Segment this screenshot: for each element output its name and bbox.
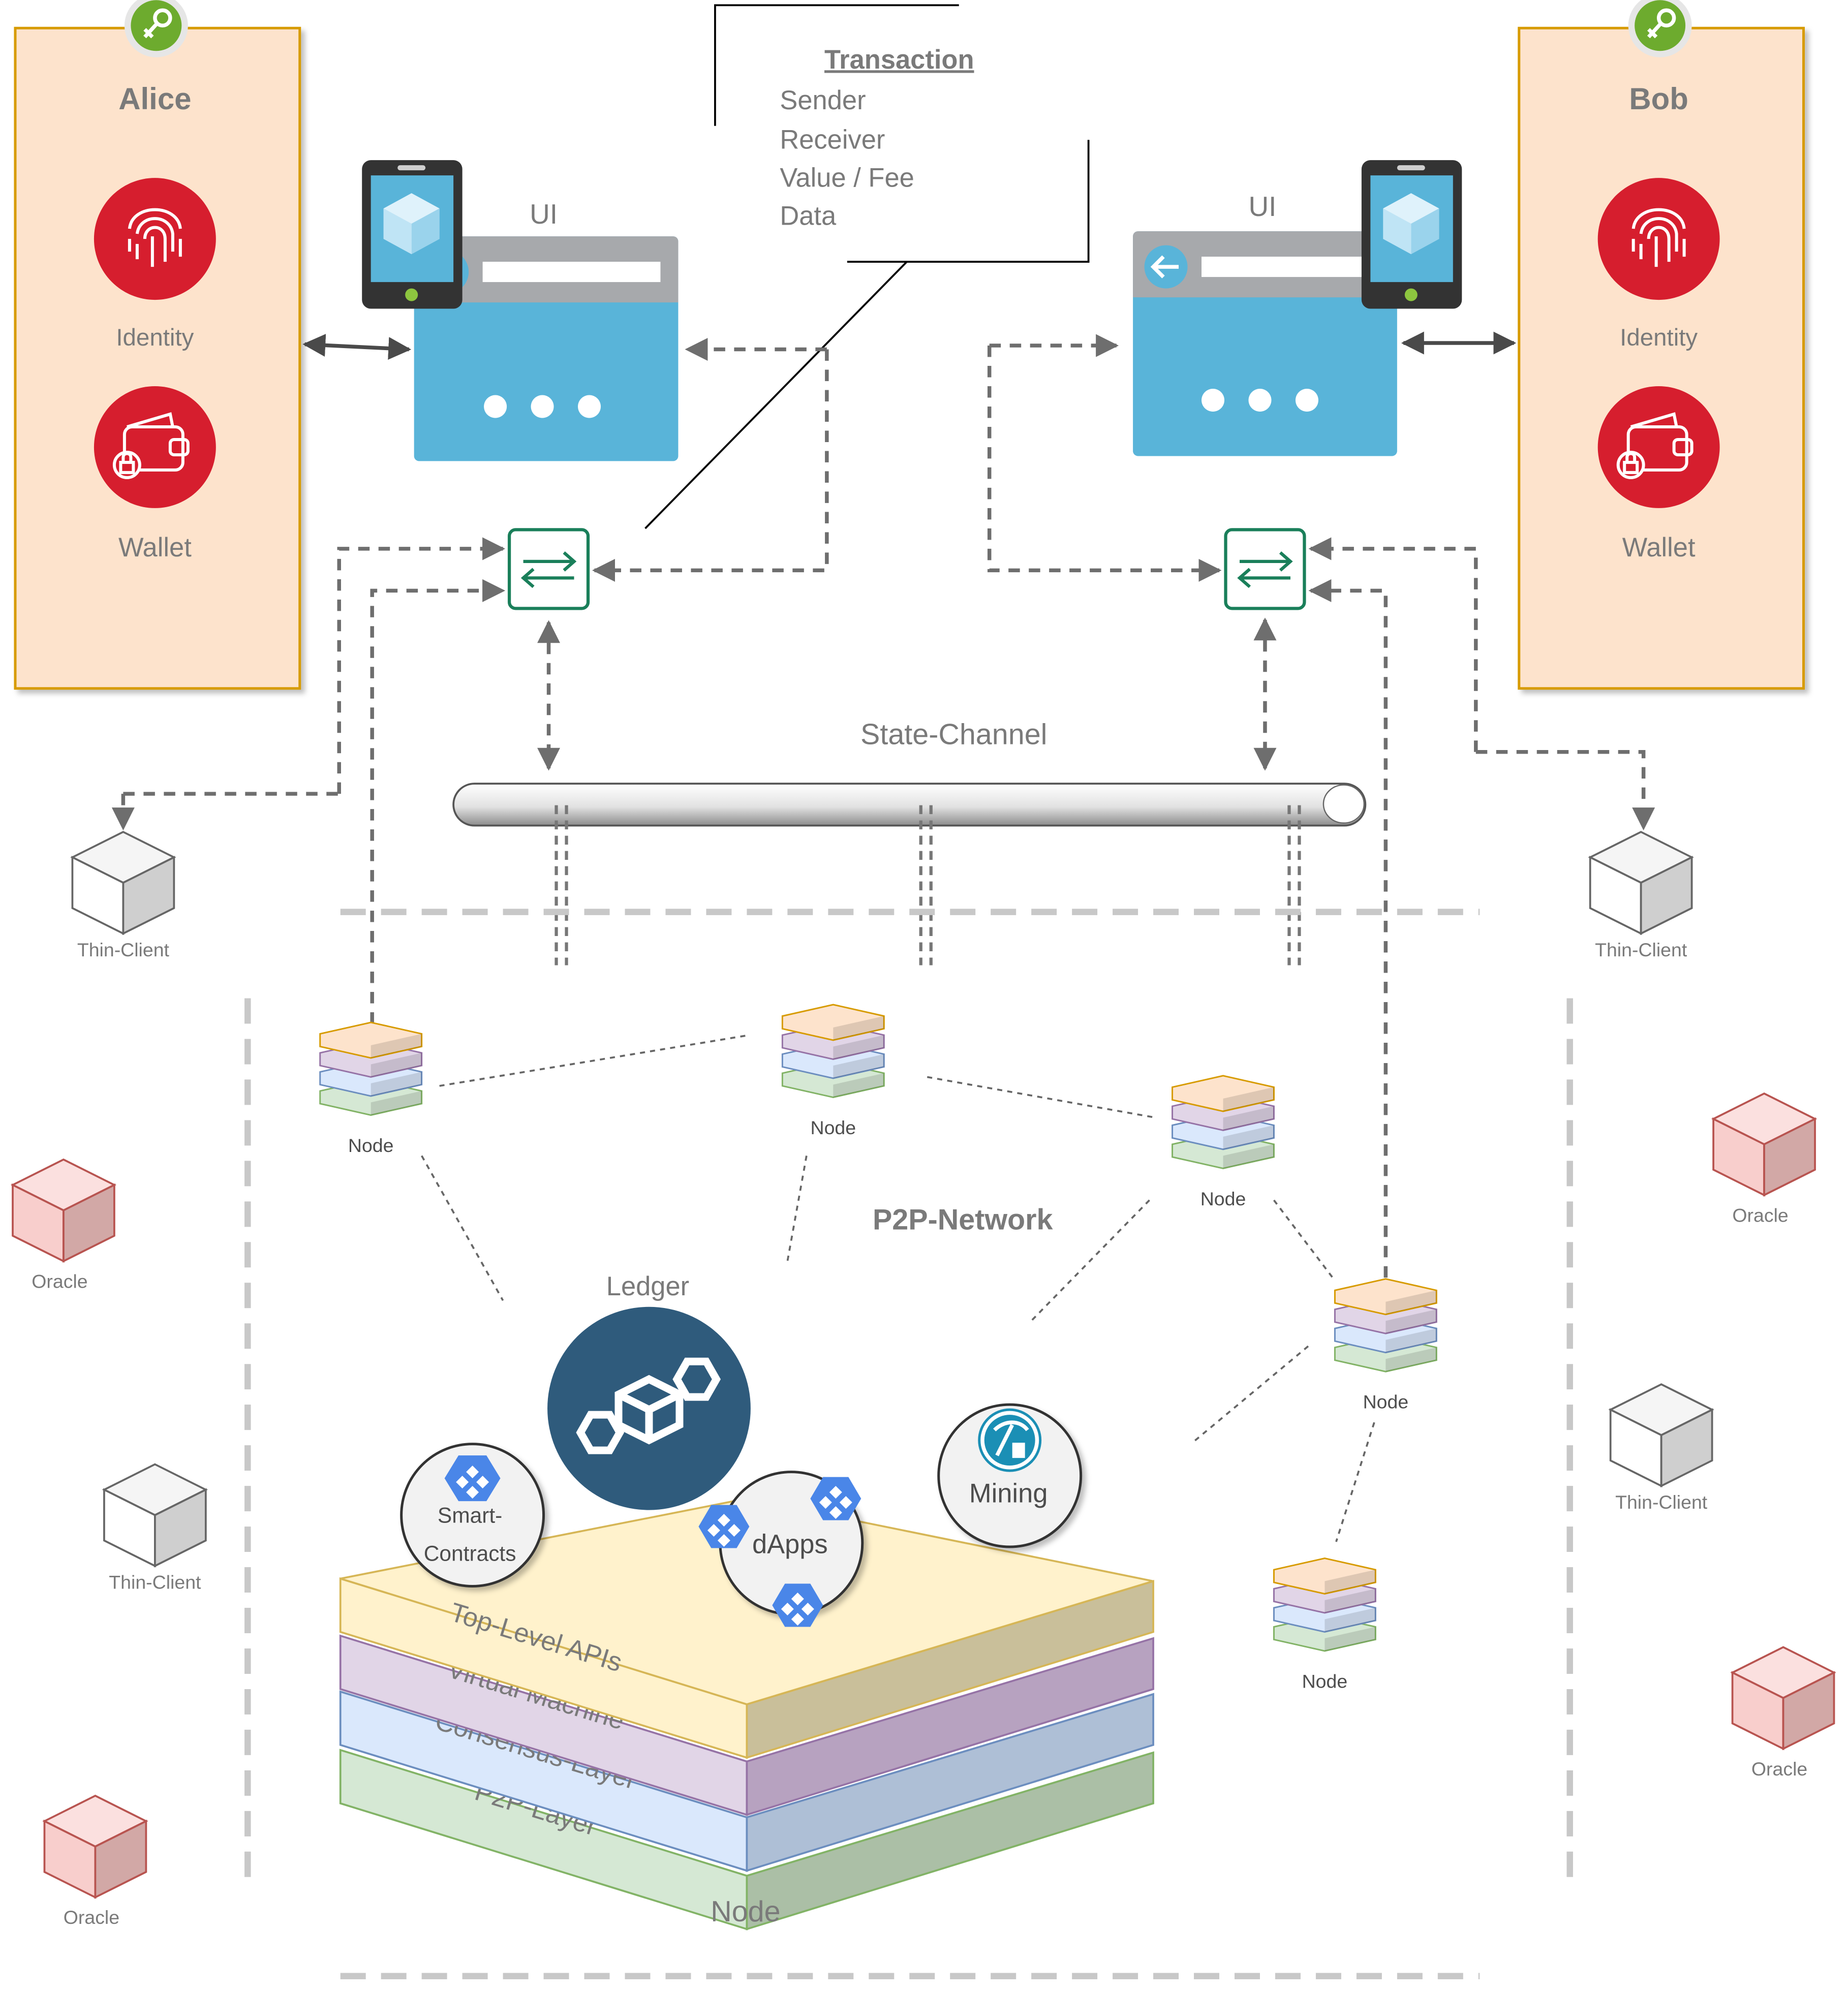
transaction-field-sender: Sender <box>780 86 866 115</box>
mining-label: Mining <box>969 1479 1048 1509</box>
node-label: Node <box>1363 1391 1409 1413</box>
node-icon: Node <box>781 1004 885 1138</box>
transaction-title: Transaction <box>824 45 974 75</box>
oracle-cube-icon <box>42 1794 148 1899</box>
dapps-bubble: dApps <box>698 1471 864 1627</box>
smartphone-icon <box>1361 160 1462 309</box>
mining-bubble: Mining <box>937 1403 1083 1548</box>
node-stack-label: Node <box>711 1895 780 1928</box>
oracle-label: Oracle <box>1732 1204 1788 1226</box>
key-icon <box>124 0 188 57</box>
hexagon-cloud-icon <box>810 1477 861 1520</box>
smart-contracts-label-1: Smart- <box>438 1504 502 1528</box>
network-switch-icon <box>1224 528 1306 610</box>
oracle-cube-icon <box>10 1158 117 1263</box>
ledger-label: Ledger <box>606 1272 689 1301</box>
hexagon-cloud-icon <box>772 1583 823 1627</box>
bob-wallet-label: Wallet <box>1622 533 1696 563</box>
node-icon: Node <box>319 1021 423 1156</box>
transaction-field-data: Data <box>780 202 837 231</box>
wallet-icon <box>1597 386 1720 508</box>
thin-client-label: Thin-Client <box>109 1572 201 1593</box>
alice-identity-label: Identity <box>116 324 194 351</box>
transaction-field-receiver: Receiver <box>780 126 885 155</box>
mesh-links <box>421 1034 1375 1542</box>
p2p-network-label: P2P-Network <box>873 1203 1054 1236</box>
fingerprint-icon <box>94 178 216 300</box>
bob-name: Bob <box>1629 82 1688 116</box>
alice-ui-arrow <box>302 334 412 360</box>
state-channel-label: State-Channel <box>860 719 1047 751</box>
node-icon: Node <box>1273 1557 1376 1692</box>
thin-client-label: Thin-Client <box>1615 1491 1708 1513</box>
wallet-icon <box>94 386 216 508</box>
node-label: Node <box>1200 1188 1246 1209</box>
smartphone-icon <box>362 160 463 309</box>
ledger: Ledger <box>547 1272 751 1510</box>
node-icon: Node <box>1172 1075 1275 1209</box>
bob-identity-label: Identity <box>1620 324 1698 351</box>
node-label: Node <box>811 1117 856 1138</box>
bob-panel: Bob Identity <box>1518 0 1805 690</box>
oracle-label: Oracle <box>32 1270 87 1292</box>
thin-client-cube-icon <box>1588 831 1694 936</box>
ledger-hexagon-icon <box>547 1306 751 1510</box>
labels: Node <box>711 1895 780 1928</box>
smart-contracts-label-2: Contracts <box>424 1542 516 1566</box>
thin-client-cube-icon <box>70 831 176 936</box>
oracle-label: Oracle <box>64 1907 119 1928</box>
thin-client-cube-icon <box>1608 1383 1714 1488</box>
oracle-cube-icon <box>1730 1646 1836 1751</box>
alice-name: Alice <box>118 82 191 116</box>
oracle-label: Oracle <box>1751 1758 1807 1780</box>
network-switch-icon <box>507 528 590 610</box>
ui-left-label: UI <box>530 198 558 230</box>
thin-client-cube-icon <box>102 1463 208 1568</box>
transaction-field-value-fee: Value / Fee <box>780 164 914 193</box>
hexagon-cloud-icon <box>444 1455 501 1502</box>
stack-layer: Top-Level APIs <box>339 1498 1154 1759</box>
dapps-label: dApps <box>752 1530 828 1560</box>
ui-right-label: UI <box>1248 191 1276 222</box>
dashed-connectors <box>111 334 1655 1278</box>
fingerprint-icon <box>1597 178 1720 300</box>
browser-window-icon <box>1133 231 1397 456</box>
node-label: Node <box>348 1135 394 1156</box>
pickaxe-icon <box>978 1408 1042 1472</box>
ui-right: UI <box>1133 160 1462 456</box>
node-icon: Node <box>1334 1278 1437 1413</box>
p2p-network-boundary <box>244 909 1573 1979</box>
ui-left: UI <box>362 160 679 461</box>
hexagon-cloud-icon <box>698 1505 750 1548</box>
smart-contracts-bubble: Smart- Contracts <box>400 1443 545 1588</box>
alice-wallet-label: Wallet <box>118 533 192 563</box>
thin-client-label: Thin-Client <box>1595 939 1687 960</box>
state-channel: State-Channel <box>452 719 1367 965</box>
alice-panel: Alice Identity <box>14 0 301 690</box>
thin-client-label: Thin-Client <box>77 939 170 960</box>
key-icon <box>1628 0 1692 57</box>
node-label: Node <box>1302 1670 1348 1692</box>
oracle-cube-icon <box>1711 1092 1818 1197</box>
transaction-callout: Transaction Sender Receiver Value / Fee … <box>644 4 1090 529</box>
